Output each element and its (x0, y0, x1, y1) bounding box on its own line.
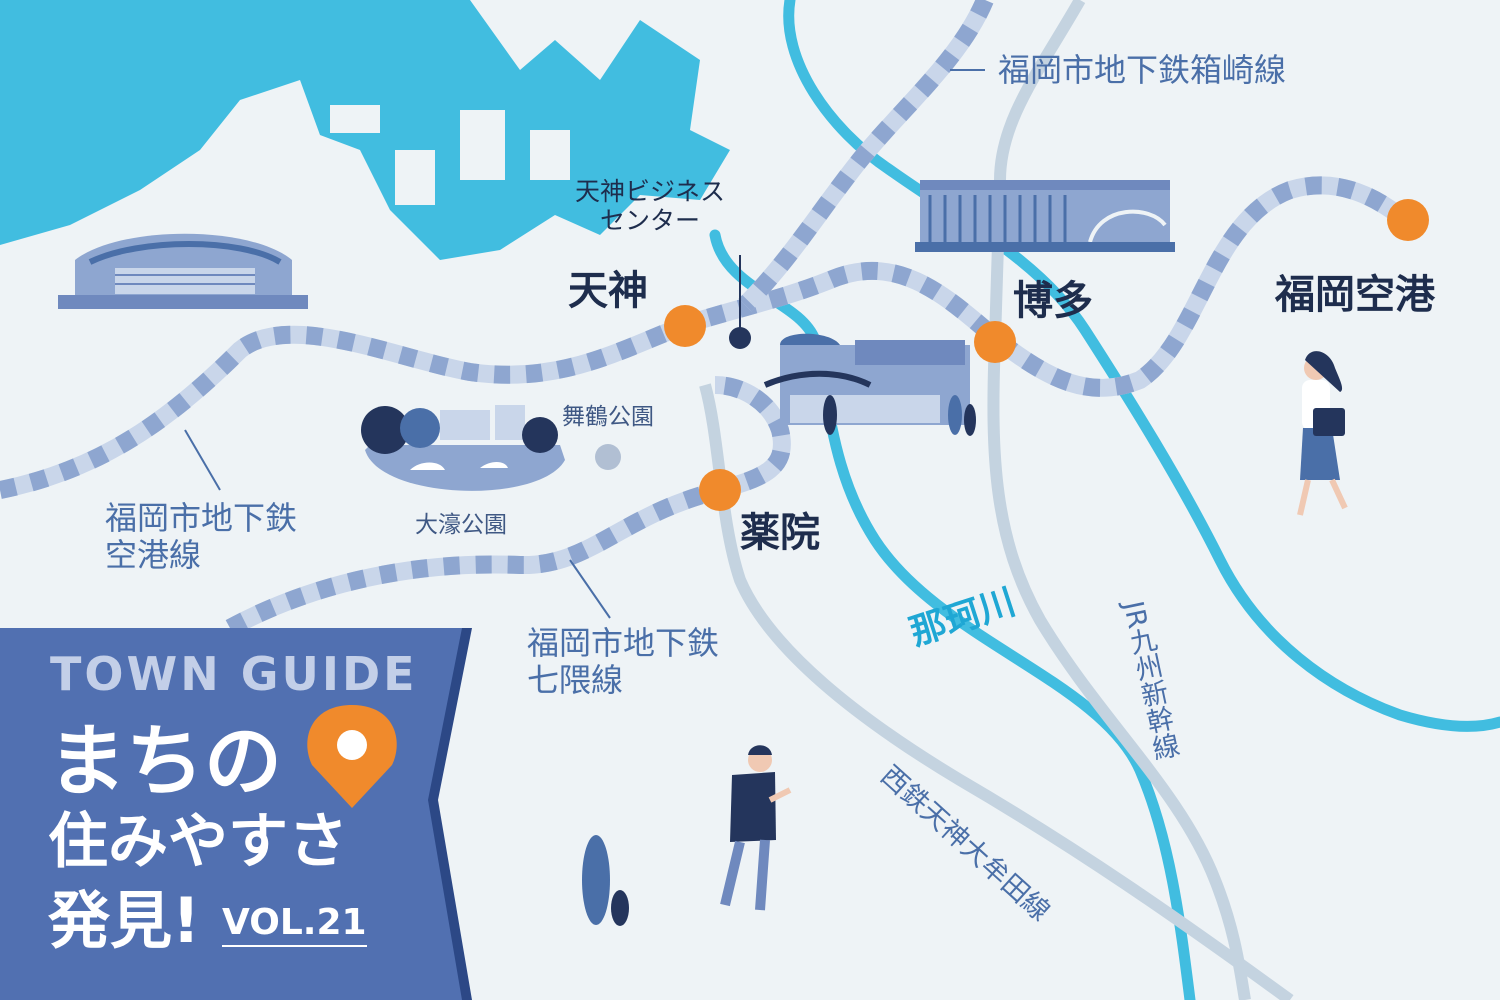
pier (460, 110, 505, 180)
subway-kuko-line (0, 176, 1411, 499)
woman-walking-icon (1297, 351, 1348, 516)
maizuru-park-marker[interactable] (595, 444, 621, 470)
station-label-tenjin: 天神 (568, 268, 648, 314)
banner-volume: VOL.21 (222, 902, 367, 948)
station-marker-hakata[interactable] (974, 321, 1016, 363)
naka-river (709, 229, 1196, 1000)
pier (530, 130, 570, 180)
park-icon (361, 405, 565, 491)
station-label-yakuin: 薬院 (740, 510, 820, 556)
pier (395, 150, 435, 205)
line-label-kuko: 福岡市地下鉄 空港線 (105, 499, 298, 574)
banner-title-line1: まちの (48, 717, 283, 807)
station-marker-airport[interactable] (1387, 199, 1429, 241)
man-phone-icon (720, 745, 792, 911)
subway-nanakuma-line (225, 376, 791, 636)
mall-icon (763, 333, 976, 436)
station-label-hakata: 博多 (1013, 278, 1093, 324)
maizuru-park-label: 舞鶴公園 (562, 404, 654, 430)
rail-shinkansen (987, 0, 1251, 1000)
station-building-icon (915, 180, 1175, 252)
leader-line (184, 429, 221, 491)
station-marker-yakuin[interactable] (699, 469, 741, 511)
business-center-label: 天神ビジネス センター (575, 177, 726, 235)
banner-title-line2: 住みやすさ (48, 807, 348, 877)
stadium-icon (58, 233, 308, 309)
tree-icon (611, 890, 629, 926)
business-center-marker[interactable] (729, 327, 751, 349)
banner-series: TOWN GUIDE (50, 647, 418, 701)
ohori-park-label: 大濠公園 (415, 512, 507, 538)
station-marker-tenjin[interactable] (664, 305, 706, 347)
banner-title-line3: 発見! (48, 884, 201, 957)
location-pin-icon (307, 705, 397, 808)
station-label-airport: 福岡空港 (1275, 272, 1435, 318)
line-label-nanakuma: 福岡市地下鉄 七隈線 (527, 624, 720, 699)
line-label-hakozaki: 福岡市地下鉄箱崎線 (998, 51, 1287, 89)
pier (330, 105, 380, 133)
leader-line (569, 559, 611, 619)
subway-hakozaki-line (738, 0, 994, 312)
tree-icon (582, 835, 610, 925)
